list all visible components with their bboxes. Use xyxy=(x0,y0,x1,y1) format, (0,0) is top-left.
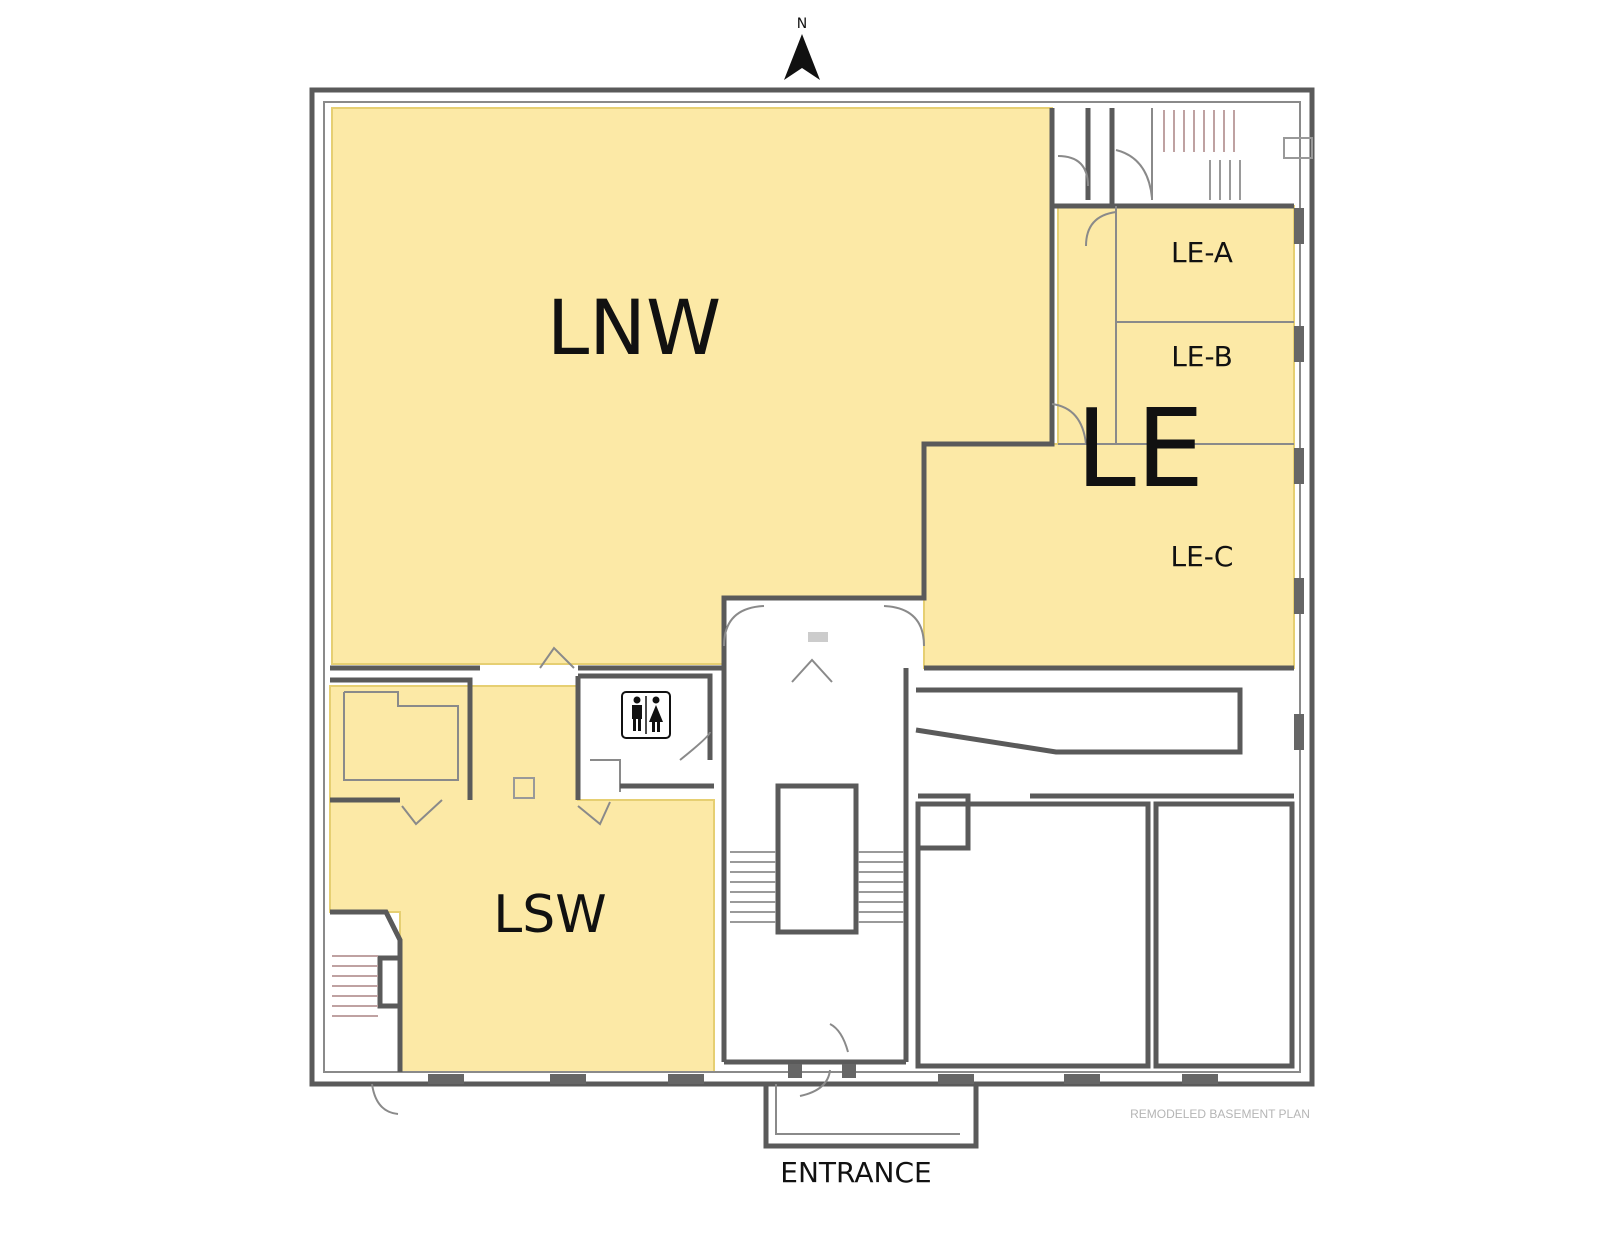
fixtures xyxy=(513,137,1313,799)
stairs xyxy=(332,110,1241,1017)
room-label-lnw[interactable]: LNW xyxy=(547,283,721,372)
room-label-le-c[interactable]: LE-C xyxy=(1171,540,1234,573)
north-arrow-icon: N xyxy=(784,16,820,80)
interior-walls xyxy=(330,108,1295,1149)
stair-north xyxy=(1163,110,1241,200)
plan-caption: REMODELED BASEMENT PLAN xyxy=(1130,1107,1310,1121)
zone-lsw[interactable] xyxy=(329,685,715,1073)
stair-southwest xyxy=(332,955,378,1017)
doors xyxy=(371,149,1153,1115)
restroom-icon xyxy=(621,691,671,739)
room-label-lsw[interactable]: LSW xyxy=(493,885,606,945)
stair-central-east xyxy=(858,851,904,923)
room-labels: LNW LE LE-A LE-B LE-C LSW ENTRANCE REMOD… xyxy=(493,236,1310,1189)
windows xyxy=(428,208,1304,1084)
compass-label: N xyxy=(797,16,807,32)
room-label-le[interactable]: LE xyxy=(1076,387,1204,512)
entrance-label: ENTRANCE xyxy=(780,1156,931,1189)
room-label-le-b[interactable]: LE-B xyxy=(1171,340,1233,373)
room-label-le-a[interactable]: LE-A xyxy=(1171,236,1233,269)
stair-central-west xyxy=(730,851,776,923)
